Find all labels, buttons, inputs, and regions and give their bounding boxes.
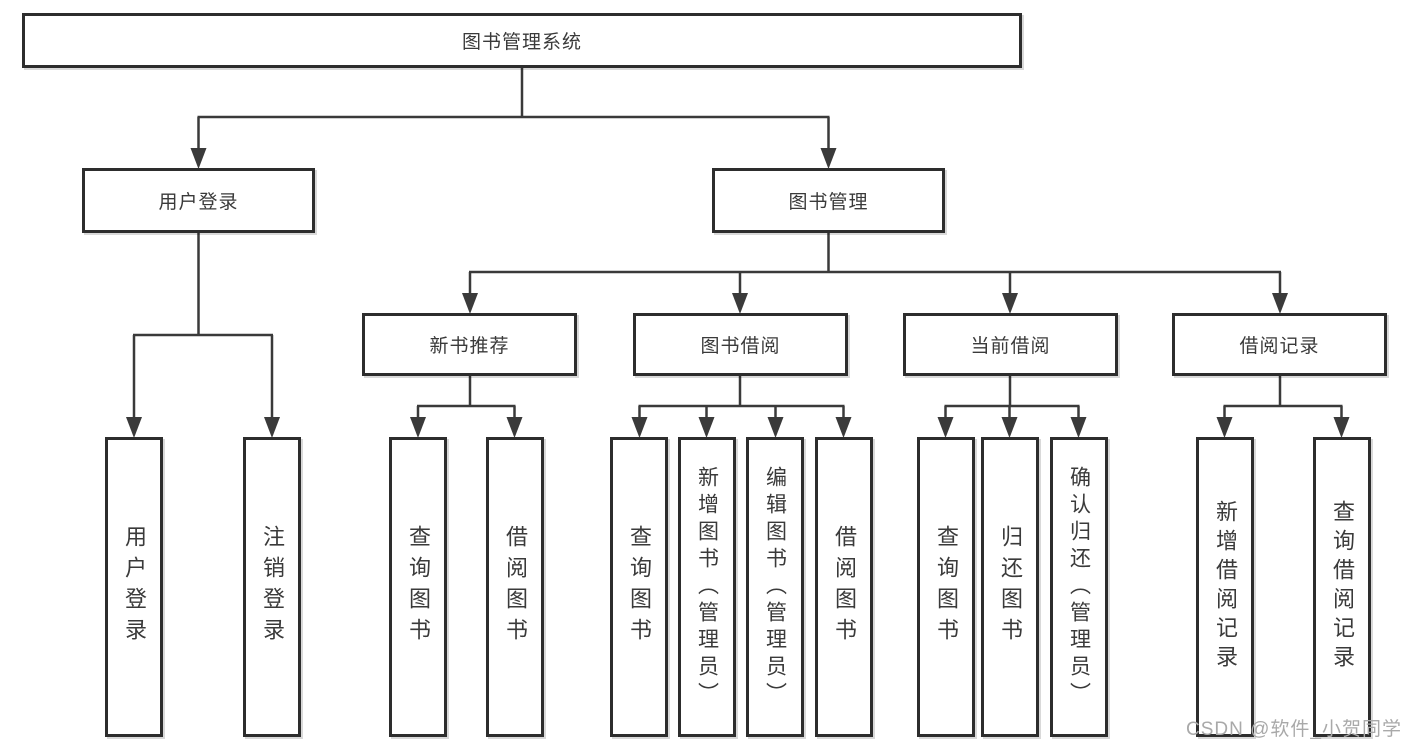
leaf-confirm-return-admin: 确认归还（管理员） [1050, 437, 1108, 737]
node-library-system: 图书管理系统 [22, 13, 1022, 68]
leaf-user-login: 用户登录 [105, 437, 163, 737]
node-book-borrowing: 图书借阅 [633, 313, 848, 376]
arrowhead [264, 417, 280, 438]
leaf-edit-book-admin: 编辑图书（管理员） [746, 437, 804, 737]
leaf-borrow-books-recommend: 借阅图书 [486, 437, 544, 737]
arrowhead [767, 417, 784, 438]
arrowhead [1002, 293, 1018, 314]
arrowhead [1333, 417, 1350, 438]
node-borrowing-records: 借阅记录 [1172, 313, 1387, 376]
connector-current-borrowing-to-children [944, 374, 1080, 420]
node-book-management: 图书管理 [712, 168, 945, 233]
leaf-add-borrow-record: 新增借阅记录 [1196, 437, 1254, 737]
node-new-book-recommend: 新书推荐 [362, 313, 577, 376]
arrowhead [190, 148, 207, 169]
arrowhead [410, 417, 426, 438]
leaf-borrow-books-borrowing: 借阅图书 [815, 437, 873, 737]
arrowhead [506, 417, 523, 438]
arrowhead [1272, 293, 1288, 314]
leaf-logout-login: 注销登录 [243, 437, 301, 737]
connector-root-to-level2 [197, 66, 830, 150]
connector-book-management-to-level3 [468, 231, 1282, 296]
leaf-query-books-borrowing: 查询图书 [610, 437, 668, 737]
leaf-query-books-current: 查询图书 [917, 437, 975, 737]
arrowhead [835, 417, 852, 438]
connector-book-borrowing-to-children [638, 374, 845, 420]
arrowhead [1070, 417, 1087, 438]
arrowhead [732, 293, 748, 314]
leaf-query-borrow-record: 查询借阅记录 [1313, 437, 1371, 737]
arrowhead [1001, 417, 1018, 438]
leaf-return-book: 归还图书 [981, 437, 1039, 737]
arrowhead [126, 417, 142, 438]
node-user-login: 用户登录 [82, 168, 315, 233]
leaf-query-books-recommend: 查询图书 [389, 437, 447, 737]
connector-user-login-to-children [132, 231, 274, 420]
arrowhead [937, 417, 954, 438]
arrowhead [462, 293, 478, 314]
arrowhead [698, 417, 715, 438]
node-current-borrowing: 当前借阅 [903, 313, 1118, 376]
arrowhead [1216, 417, 1233, 438]
arrowhead [820, 148, 837, 169]
connector-borrowing-records-to-children [1223, 374, 1343, 420]
connector-new-book-to-children [416, 374, 516, 420]
watermark: CSDN @软件_小贺同学 [1186, 719, 1402, 740]
leaf-add-book-admin: 新增图书（管理员） [678, 437, 736, 737]
arrowhead [631, 417, 648, 438]
